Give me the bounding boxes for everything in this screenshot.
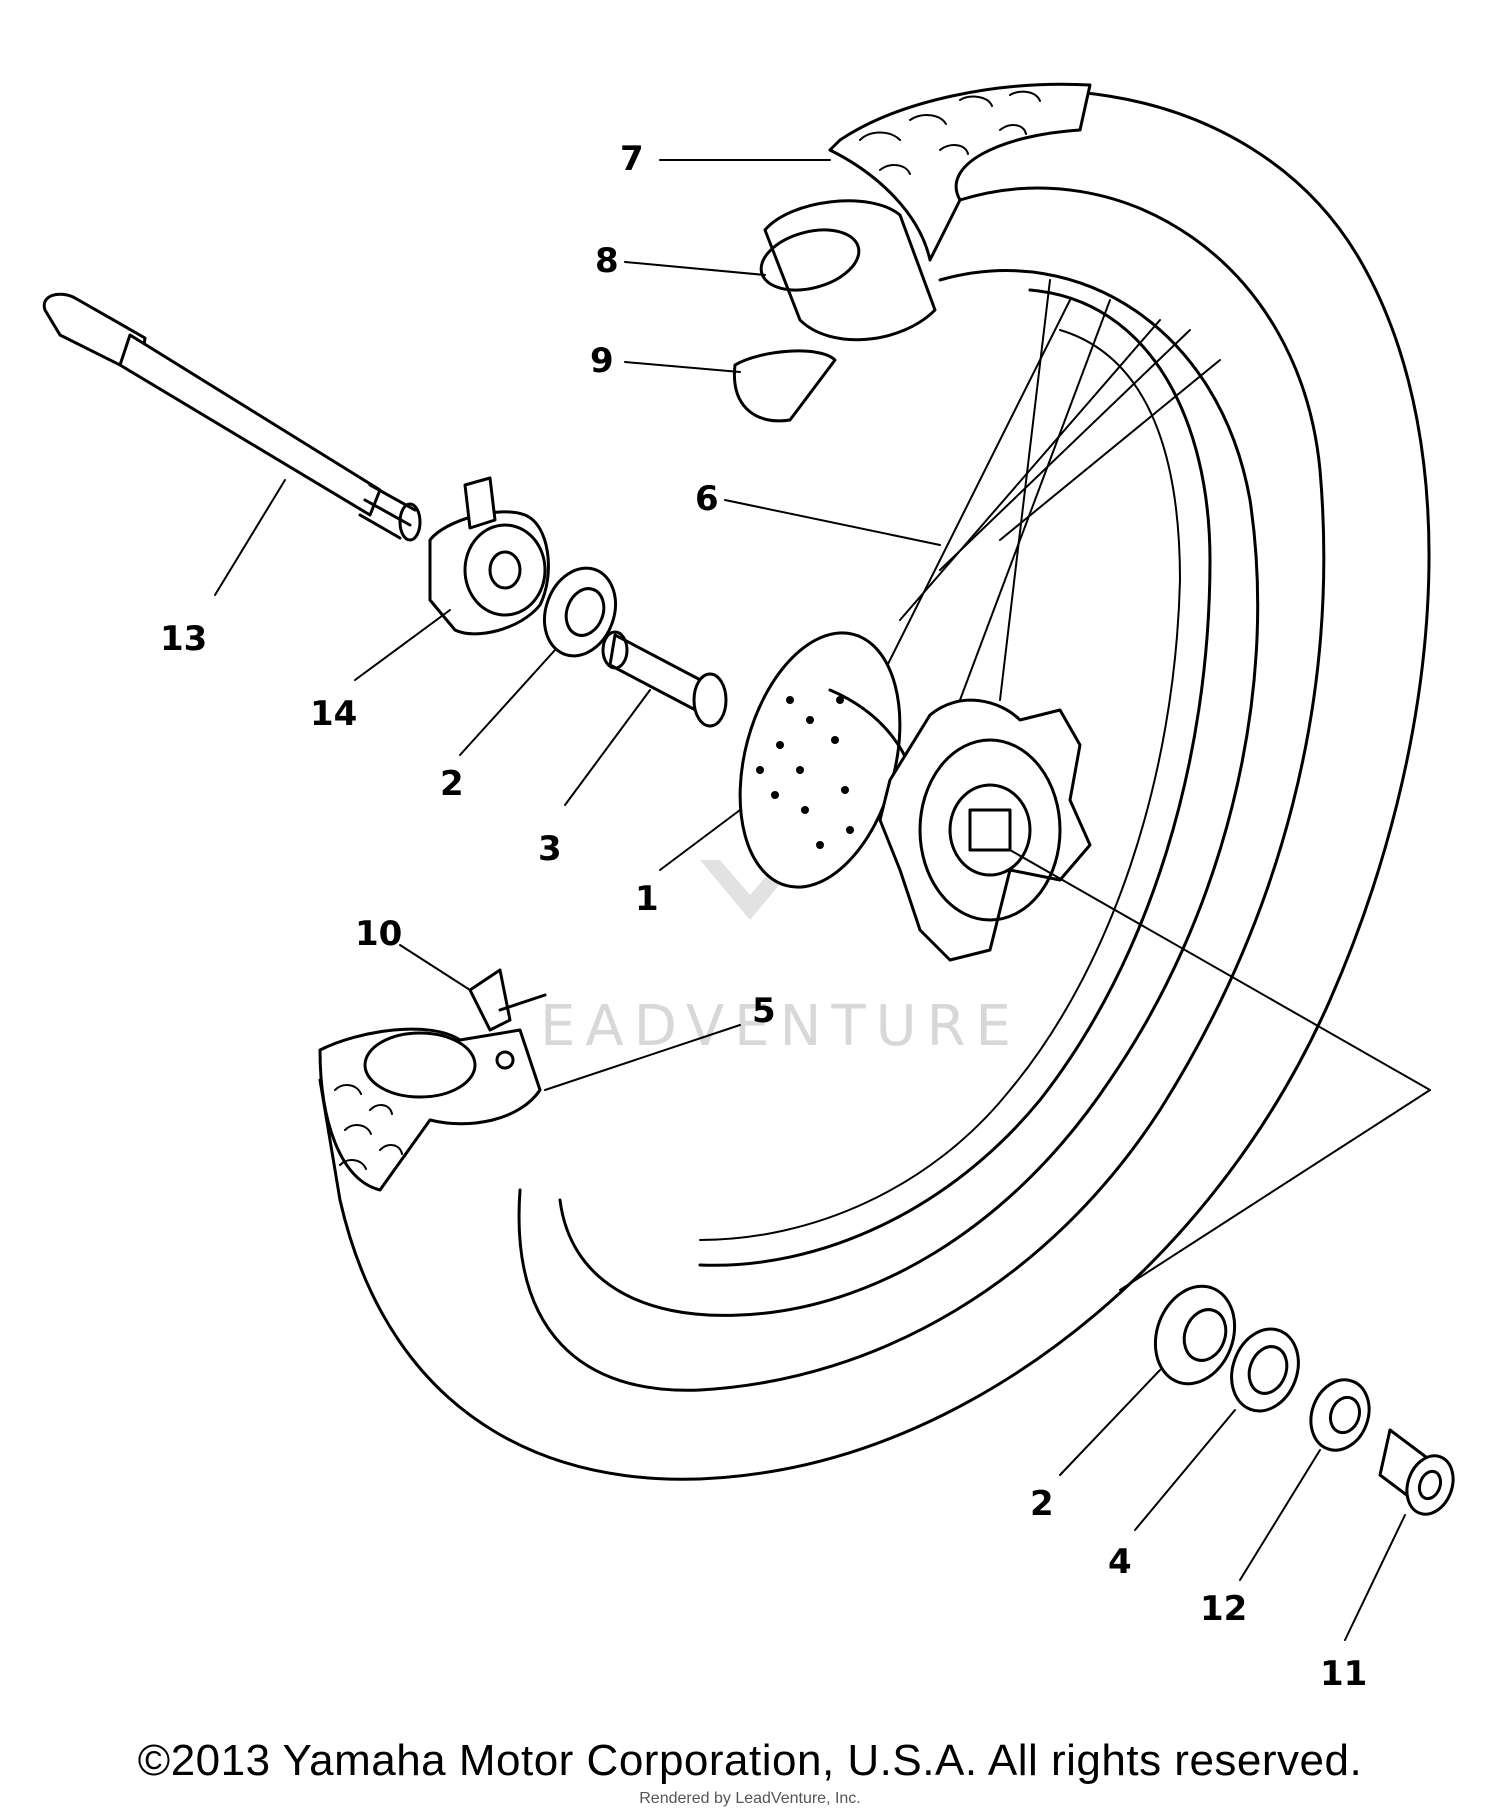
- callout-9: 9: [590, 341, 614, 381]
- callouts: 7 8 9 6 13 14 2 3 1 10 5 2 4 12 11: [160, 139, 1367, 1694]
- lower-parts: [1153, 1284, 1455, 1516]
- callout-11: 11: [1320, 1654, 1367, 1694]
- callout-2-upper: 2: [440, 764, 464, 804]
- copyright-notice: ©2013 Yamaha Motor Corporation, U.S.A. A…: [137, 1736, 1363, 1785]
- callout-5: 5: [752, 991, 776, 1031]
- axis-lines: [1009, 849, 1431, 1291]
- callout-10: 10: [355, 914, 402, 954]
- spacer: [601, 630, 728, 728]
- tube-part: [732, 199, 937, 423]
- callout-6: 6: [695, 479, 719, 519]
- callout-4: 4: [1108, 1542, 1132, 1582]
- tire: [318, 89, 1431, 1481]
- valve-part: [468, 968, 547, 1070]
- leader-lines: [214, 159, 1406, 1641]
- callout-13: 13: [160, 619, 207, 659]
- rendered-by-note: Rendered by LeadVenture, Inc.: [639, 1790, 861, 1807]
- tire-section-bottom: [318, 1027, 542, 1192]
- callout-2-lower: 2: [1030, 1484, 1054, 1524]
- callout-8: 8: [595, 241, 619, 281]
- callout-1: 1: [635, 879, 659, 919]
- hub: [738, 631, 1092, 962]
- callout-3: 3: [538, 829, 562, 869]
- callout-7: 7: [620, 139, 644, 179]
- bearing-upper: [543, 566, 617, 658]
- spokes: [879, 279, 1221, 701]
- watermark-text: EADVENTURE: [540, 994, 1021, 1059]
- gear-unit: [428, 476, 550, 636]
- axle: [42, 292, 422, 542]
- tire-section-top: [828, 82, 1092, 262]
- callout-12: 12: [1200, 1589, 1247, 1629]
- callout-14: 14: [310, 694, 357, 734]
